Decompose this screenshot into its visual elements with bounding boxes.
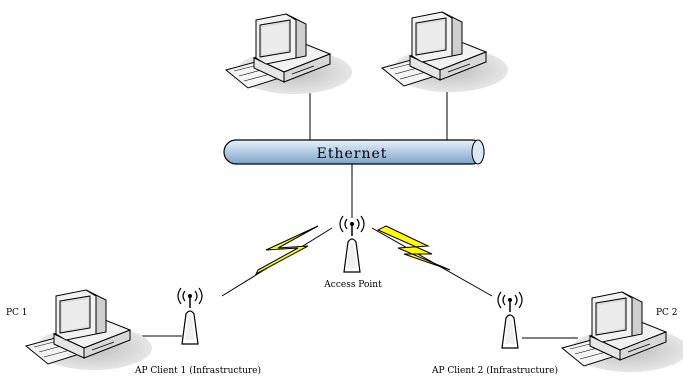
ap-client-2-label: AP Client 2 (Infrastructure) [431,365,558,376]
computer-top-right-icon [381,11,509,93]
ap-client-1-label: AP Client 1 (Infrastructure) [134,365,261,376]
computer-pc2-icon [561,291,683,373]
computer-pc1-icon [25,289,153,371]
ethernet-bus: Ethernet [223,139,485,165]
lightning-right-icon [376,225,451,271]
ethernet-label: Ethernet [317,146,388,162]
pc2-label: PC 2 [656,308,678,318]
access-point-label: Access Point [323,280,382,290]
pc1-label: PC 1 [6,308,28,318]
lightning-left-icon [254,225,319,276]
ap-client-2-antenna-icon [497,291,523,349]
computer-top-left-icon [225,13,353,95]
access-point-antenna-icon [339,215,365,273]
